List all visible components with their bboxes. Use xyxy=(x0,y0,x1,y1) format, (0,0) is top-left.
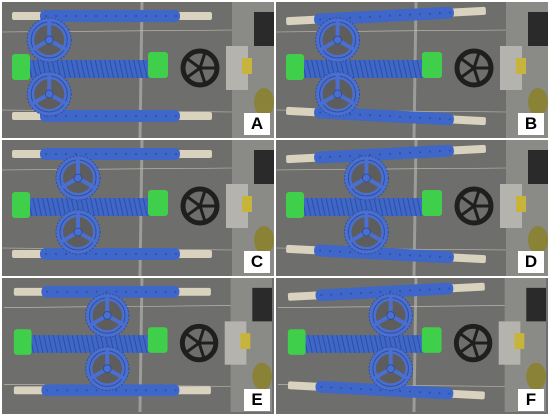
green-clamp-icon xyxy=(147,327,168,353)
string xyxy=(2,167,233,171)
mechanism-photo xyxy=(2,2,274,138)
screw-rod xyxy=(26,197,163,217)
shadow-object xyxy=(528,150,548,184)
mechanism-photo xyxy=(2,140,274,276)
green-clamp-icon xyxy=(286,54,304,80)
spool xyxy=(516,58,526,74)
shoe xyxy=(526,362,546,391)
panel-b: B xyxy=(276,2,548,138)
string xyxy=(276,167,507,171)
panel-f: F xyxy=(276,278,548,414)
shoe xyxy=(254,88,274,116)
bracket xyxy=(226,46,248,90)
green-clamp-icon xyxy=(12,192,30,218)
panel-label: A xyxy=(244,113,270,135)
mechanism-photo xyxy=(276,140,548,276)
shoe xyxy=(528,226,548,254)
screw-rod xyxy=(301,335,436,353)
bracket xyxy=(500,184,522,228)
green-clamp-icon xyxy=(421,327,442,353)
shadow-object xyxy=(252,287,272,322)
green-clamp-icon xyxy=(286,192,304,218)
panel-label: D xyxy=(518,251,544,273)
shadow-object xyxy=(254,150,274,184)
bracket xyxy=(498,321,521,365)
panel-a: A xyxy=(2,2,274,138)
green-clamp-icon xyxy=(13,329,32,355)
spool xyxy=(240,333,251,349)
handwheel-icon xyxy=(453,323,493,363)
handwheel-icon xyxy=(180,48,220,88)
screw-rod xyxy=(300,59,437,79)
panel-d: D xyxy=(276,140,548,276)
bracket xyxy=(226,184,248,228)
green-clamp-icon xyxy=(287,329,306,355)
panel-label: F xyxy=(518,389,544,411)
shoe xyxy=(254,226,274,254)
spoked-gear-icon xyxy=(26,17,72,63)
string xyxy=(276,29,507,33)
green-clamp-icon xyxy=(422,52,442,78)
panel-e: E xyxy=(2,278,274,414)
top-rod xyxy=(12,10,212,22)
green-clamp-icon xyxy=(422,190,442,216)
shadow-object xyxy=(254,12,274,46)
top-rod xyxy=(287,282,485,302)
bracket xyxy=(224,321,247,365)
shoe xyxy=(252,362,272,391)
handwheel-icon xyxy=(179,323,219,363)
shadow-object xyxy=(526,287,546,322)
mechanism-photo xyxy=(277,278,546,412)
panel-label: E xyxy=(244,389,270,411)
spoked-gear-icon xyxy=(315,17,361,63)
bracket xyxy=(500,46,522,90)
mechanism-photo xyxy=(3,278,272,412)
screw-rod xyxy=(27,335,162,353)
panel-c: C xyxy=(2,140,274,276)
handwheel-icon xyxy=(454,186,494,226)
handwheel-icon xyxy=(180,186,220,226)
spool xyxy=(516,196,526,212)
green-clamp-icon xyxy=(12,54,30,80)
handwheel-icon xyxy=(454,48,494,88)
shoe xyxy=(528,88,548,116)
spoked-gear-icon xyxy=(55,209,101,255)
bottom-rod xyxy=(13,384,211,397)
spoked-gear-icon xyxy=(368,346,413,391)
panel-label: B xyxy=(518,113,544,135)
spool xyxy=(242,58,252,74)
spoked-gear-icon xyxy=(343,155,389,201)
bottom-rod xyxy=(286,244,486,264)
spoked-gear-icon xyxy=(55,155,101,201)
green-clamp-icon xyxy=(148,190,168,216)
mechanism-photo xyxy=(276,2,548,138)
bottom-rod xyxy=(12,110,212,122)
spoked-gear-icon xyxy=(343,209,389,255)
panel-label: C xyxy=(244,251,270,273)
spool xyxy=(242,196,252,212)
top-rod xyxy=(286,144,486,164)
spoked-gear-icon xyxy=(26,71,72,117)
shadow-object xyxy=(528,12,548,46)
green-clamp-icon xyxy=(148,52,168,78)
spool xyxy=(514,333,525,349)
spoked-gear-icon xyxy=(85,346,130,391)
spoked-gear-icon xyxy=(368,293,413,338)
spoked-gear-icon xyxy=(315,71,361,117)
spoked-gear-icon xyxy=(85,293,130,338)
top-rod xyxy=(13,285,211,298)
